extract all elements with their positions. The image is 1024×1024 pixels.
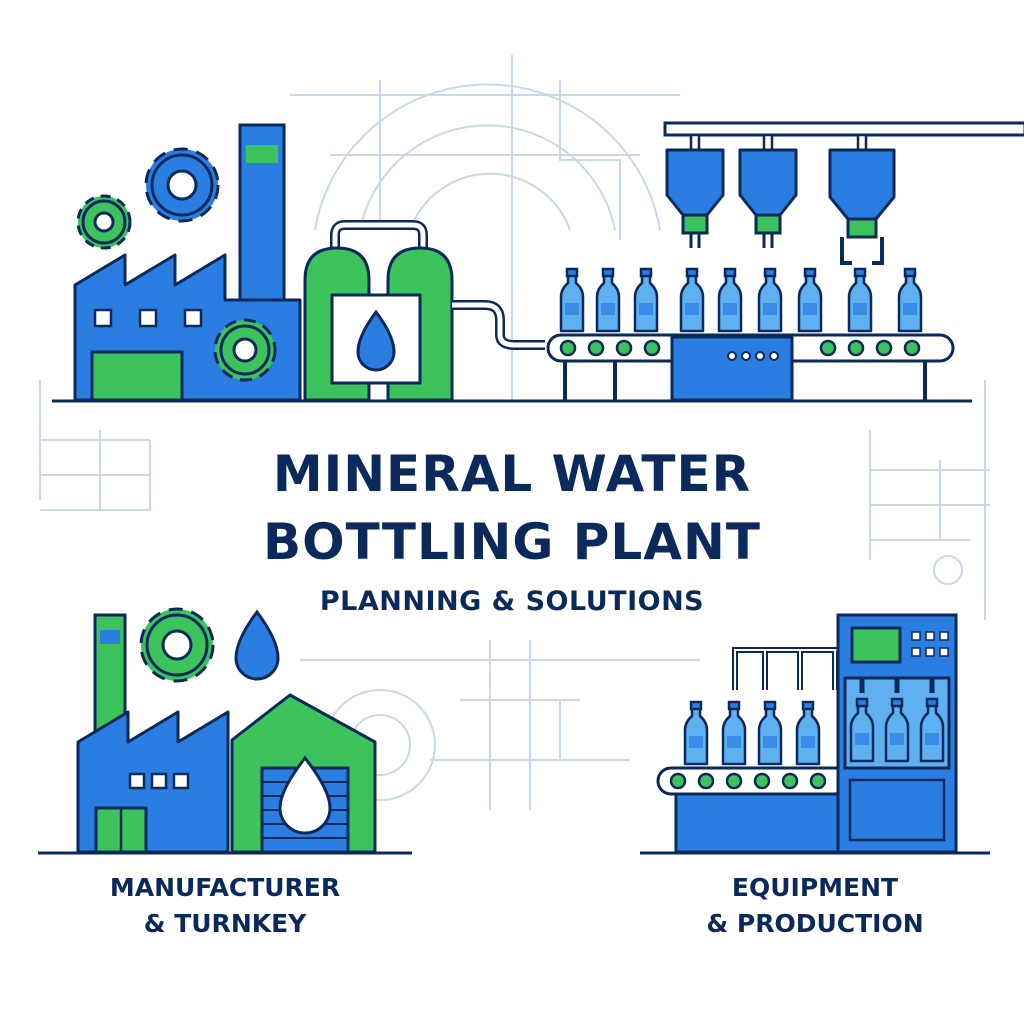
caption-left-line-2: & TURNKEY <box>143 909 307 938</box>
filling-nozzle-icon <box>663 121 1024 265</box>
caption-left-line-1: MANUFACTURER <box>109 873 341 902</box>
conveyor-icon <box>546 333 955 402</box>
title-line-2: BOTTLING PLANT <box>263 513 761 571</box>
bottle-icon <box>559 267 923 333</box>
caption-manufacturer-turnkey: MANUFACTURER & TURNKEY <box>60 870 390 942</box>
gear-icon <box>144 147 220 223</box>
title-line-1: MINERAL WATER <box>272 445 752 503</box>
factory-icon <box>76 613 377 854</box>
gear-icon <box>139 607 215 683</box>
water-drop-icon <box>234 609 280 681</box>
gear-icon <box>213 318 277 382</box>
storage-tank-icon <box>303 220 545 402</box>
caption-right-line-1: EQUIPMENT <box>731 873 899 902</box>
gear-icon <box>76 194 132 250</box>
caption-right-line-2: & PRODUCTION <box>706 909 924 938</box>
blueprint-background <box>39 55 990 810</box>
subtitle: PLANNING & SOLUTIONS <box>319 586 705 617</box>
caption-equipment-production: EQUIPMENT & PRODUCTION <box>640 870 990 942</box>
